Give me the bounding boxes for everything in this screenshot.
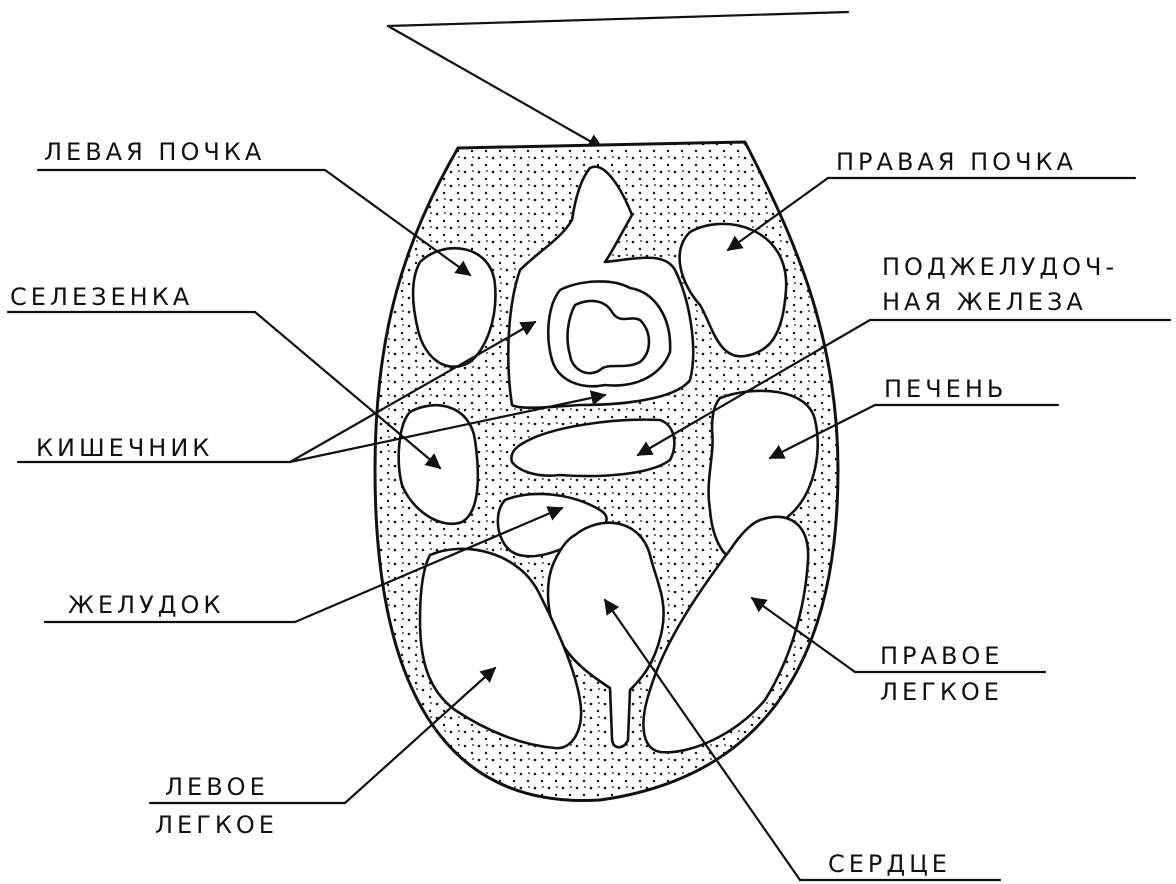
label-intestine: КИШЕЧНИК xyxy=(36,434,213,462)
label-heart: СЕРДЦЕ xyxy=(828,850,951,878)
label-spleen: СЕЛЕЗЕНКА xyxy=(10,283,193,311)
top-pointer xyxy=(388,12,848,148)
label-liver: ПЕЧЕНЬ xyxy=(884,375,1007,403)
label-left-lung-line2: ЛЕГКОЕ xyxy=(155,811,278,839)
top-pointer-arrow xyxy=(388,26,602,148)
label-right-kidney: ПРАВАЯ ПОЧКА xyxy=(836,148,1077,176)
label-left-lung-line1: ЛЕВОЕ xyxy=(165,773,269,801)
label-right-lung-line2: ЛЕГКОЕ xyxy=(880,678,1003,706)
label-left-kidney: ЛЕВАЯ ПОЧКА xyxy=(44,138,265,166)
label-pancreas-line1: ПОДЖЕЛУДОЧ- xyxy=(882,253,1118,281)
label-right-lung-line1: ПРАВОЕ xyxy=(880,642,1003,670)
top-pointer-bar xyxy=(388,12,848,26)
label-stomach: ЖЕЛУДОК xyxy=(68,591,224,619)
label-pancreas-line2: НАЯ ЖЕЛЕЗА xyxy=(882,288,1087,316)
